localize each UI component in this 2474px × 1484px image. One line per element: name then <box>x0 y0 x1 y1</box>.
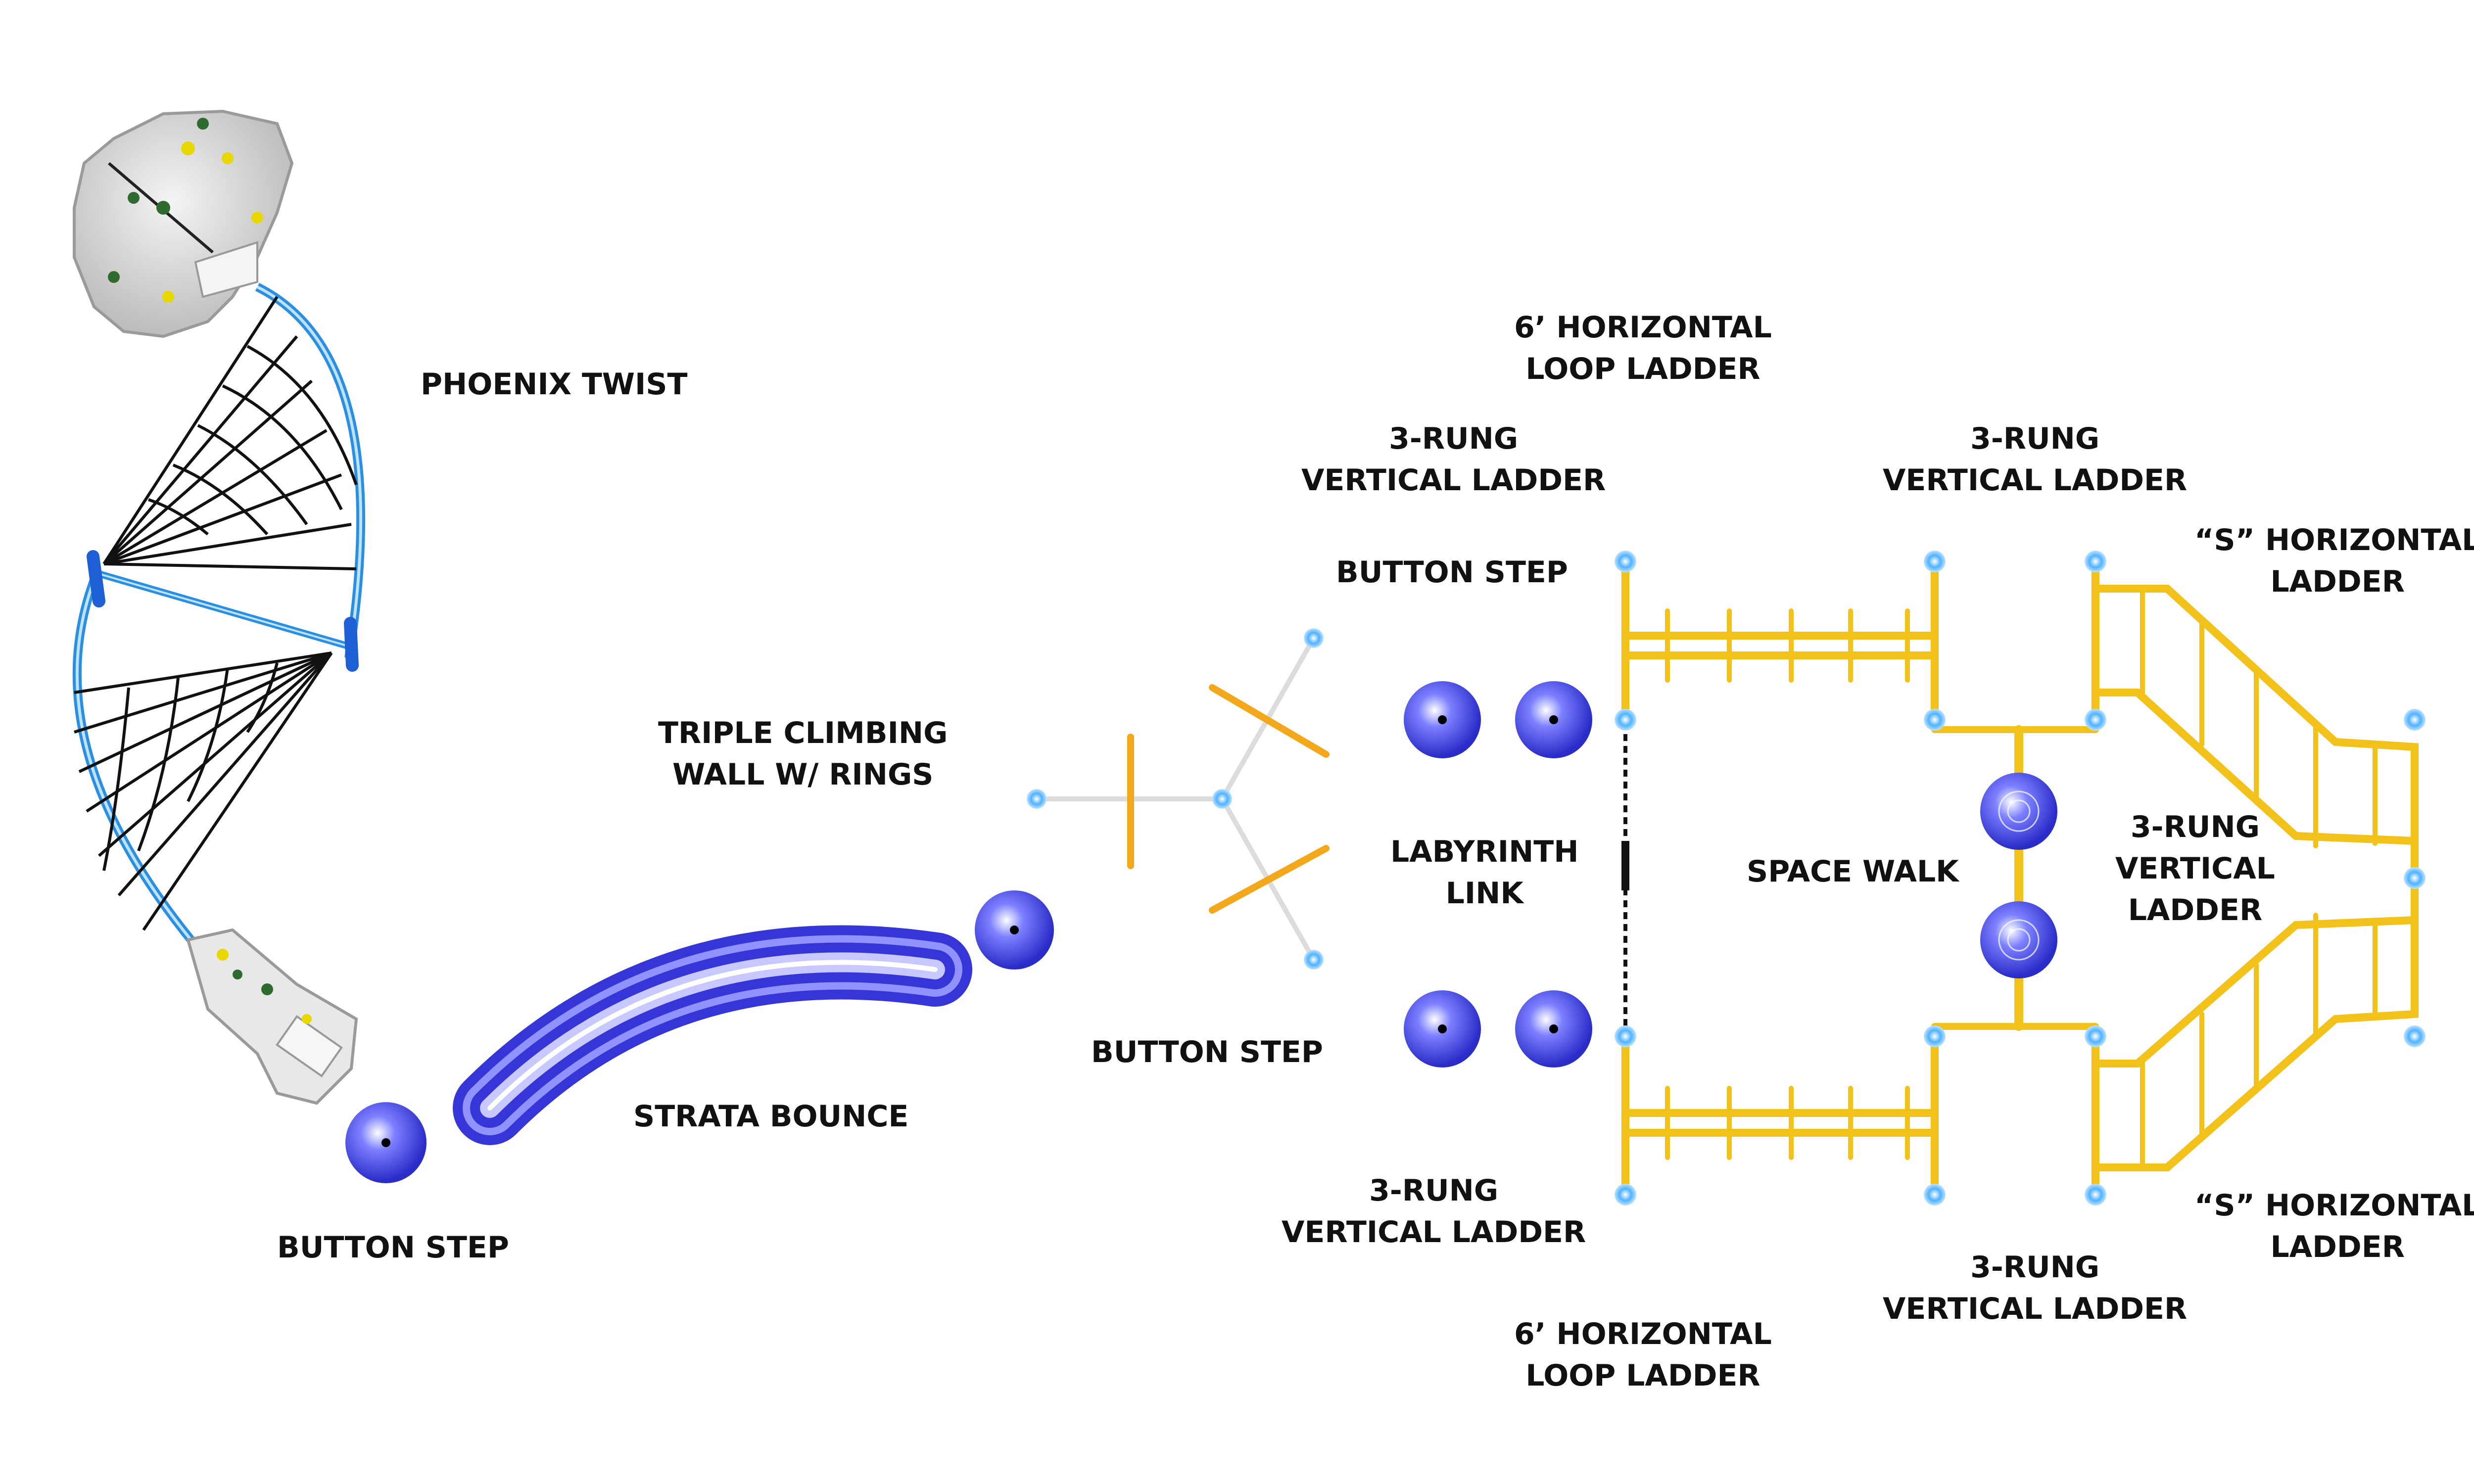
lower-rope-net <box>74 651 333 931</box>
phoenix-twist <box>72 109 365 1105</box>
button-step-left <box>345 1102 427 1183</box>
arch-rail-left-inner <box>75 573 194 943</box>
label-triple-climbing-wall: TRIPLE CLIMBING WALL W/ RINGS <box>658 716 948 792</box>
label-space-walk: SPACE WALK <box>1747 854 1959 889</box>
horizontal-loop-ladder-bottom <box>1621 1030 1939 1196</box>
label-vertical-ladder-top-right: 3-RUNG VERTICAL LADDER <box>1883 421 2188 498</box>
label-vertical-ladder-bottom-left: 3-RUNG VERTICAL LADDER <box>1282 1173 1586 1250</box>
twist-base-block <box>186 928 358 1105</box>
arch-rail-right <box>255 282 365 659</box>
space-walk-disc-top <box>1980 773 2057 850</box>
label-s-ladder-bottom: “S” HORIZONTAL LADDER <box>2194 1188 2474 1264</box>
space-walk-disc-bottom <box>1980 901 2057 978</box>
label-horizontal-loop-ladder-bottom: 6’ HORIZONTAL LOOP LADDER <box>1514 1317 1772 1393</box>
label-phoenix-twist: PHOENIX TWIST <box>421 367 688 402</box>
arch-rail-right-inner <box>256 285 362 658</box>
strata-bounce <box>453 925 972 1145</box>
s-horizontal-ladder-bottom <box>2092 872 2419 1196</box>
button-step-pair-top <box>1404 681 1592 758</box>
label-button-step-left: BUTTON STEP <box>277 1230 509 1265</box>
label-vertical-ladder-bottom-right: 3-RUNG VERTICAL LADDER <box>1883 1250 2188 1326</box>
button-step-middle <box>975 890 1054 970</box>
label-labyrinth-link: LABYRINTH LINK <box>1390 835 1579 911</box>
upper-rope-net <box>102 296 358 570</box>
structure-posts <box>1615 551 2426 1206</box>
label-horizontal-loop-ladder-top: 6’ HORIZONTAL LOOP LADDER <box>1514 310 1772 386</box>
label-button-step-top: BUTTON STEP <box>1336 555 1568 590</box>
s-horizontal-ladder-top <box>2092 557 2419 880</box>
horizontal-loop-ladder-top <box>1621 557 1939 721</box>
button-step-pair-bottom <box>1404 990 1592 1067</box>
label-button-step-bottom: BUTTON STEP <box>1091 1035 1323 1069</box>
triple-climbing-wall <box>1027 628 1330 970</box>
label-vertical-ladder-top-left: 3-RUNG VERTICAL LADDER <box>1301 421 1606 498</box>
post-left <box>87 550 105 607</box>
arch-rail-left <box>72 572 196 945</box>
label-s-ladder-top: “S” HORIZONTAL LADDER <box>2194 523 2474 599</box>
label-strata-bounce: STRATA BOUNCE <box>633 1099 909 1134</box>
post-right <box>344 617 359 672</box>
label-vertical-ladder-center: 3-RUNG VERTICAL LADDER <box>2115 810 2275 928</box>
